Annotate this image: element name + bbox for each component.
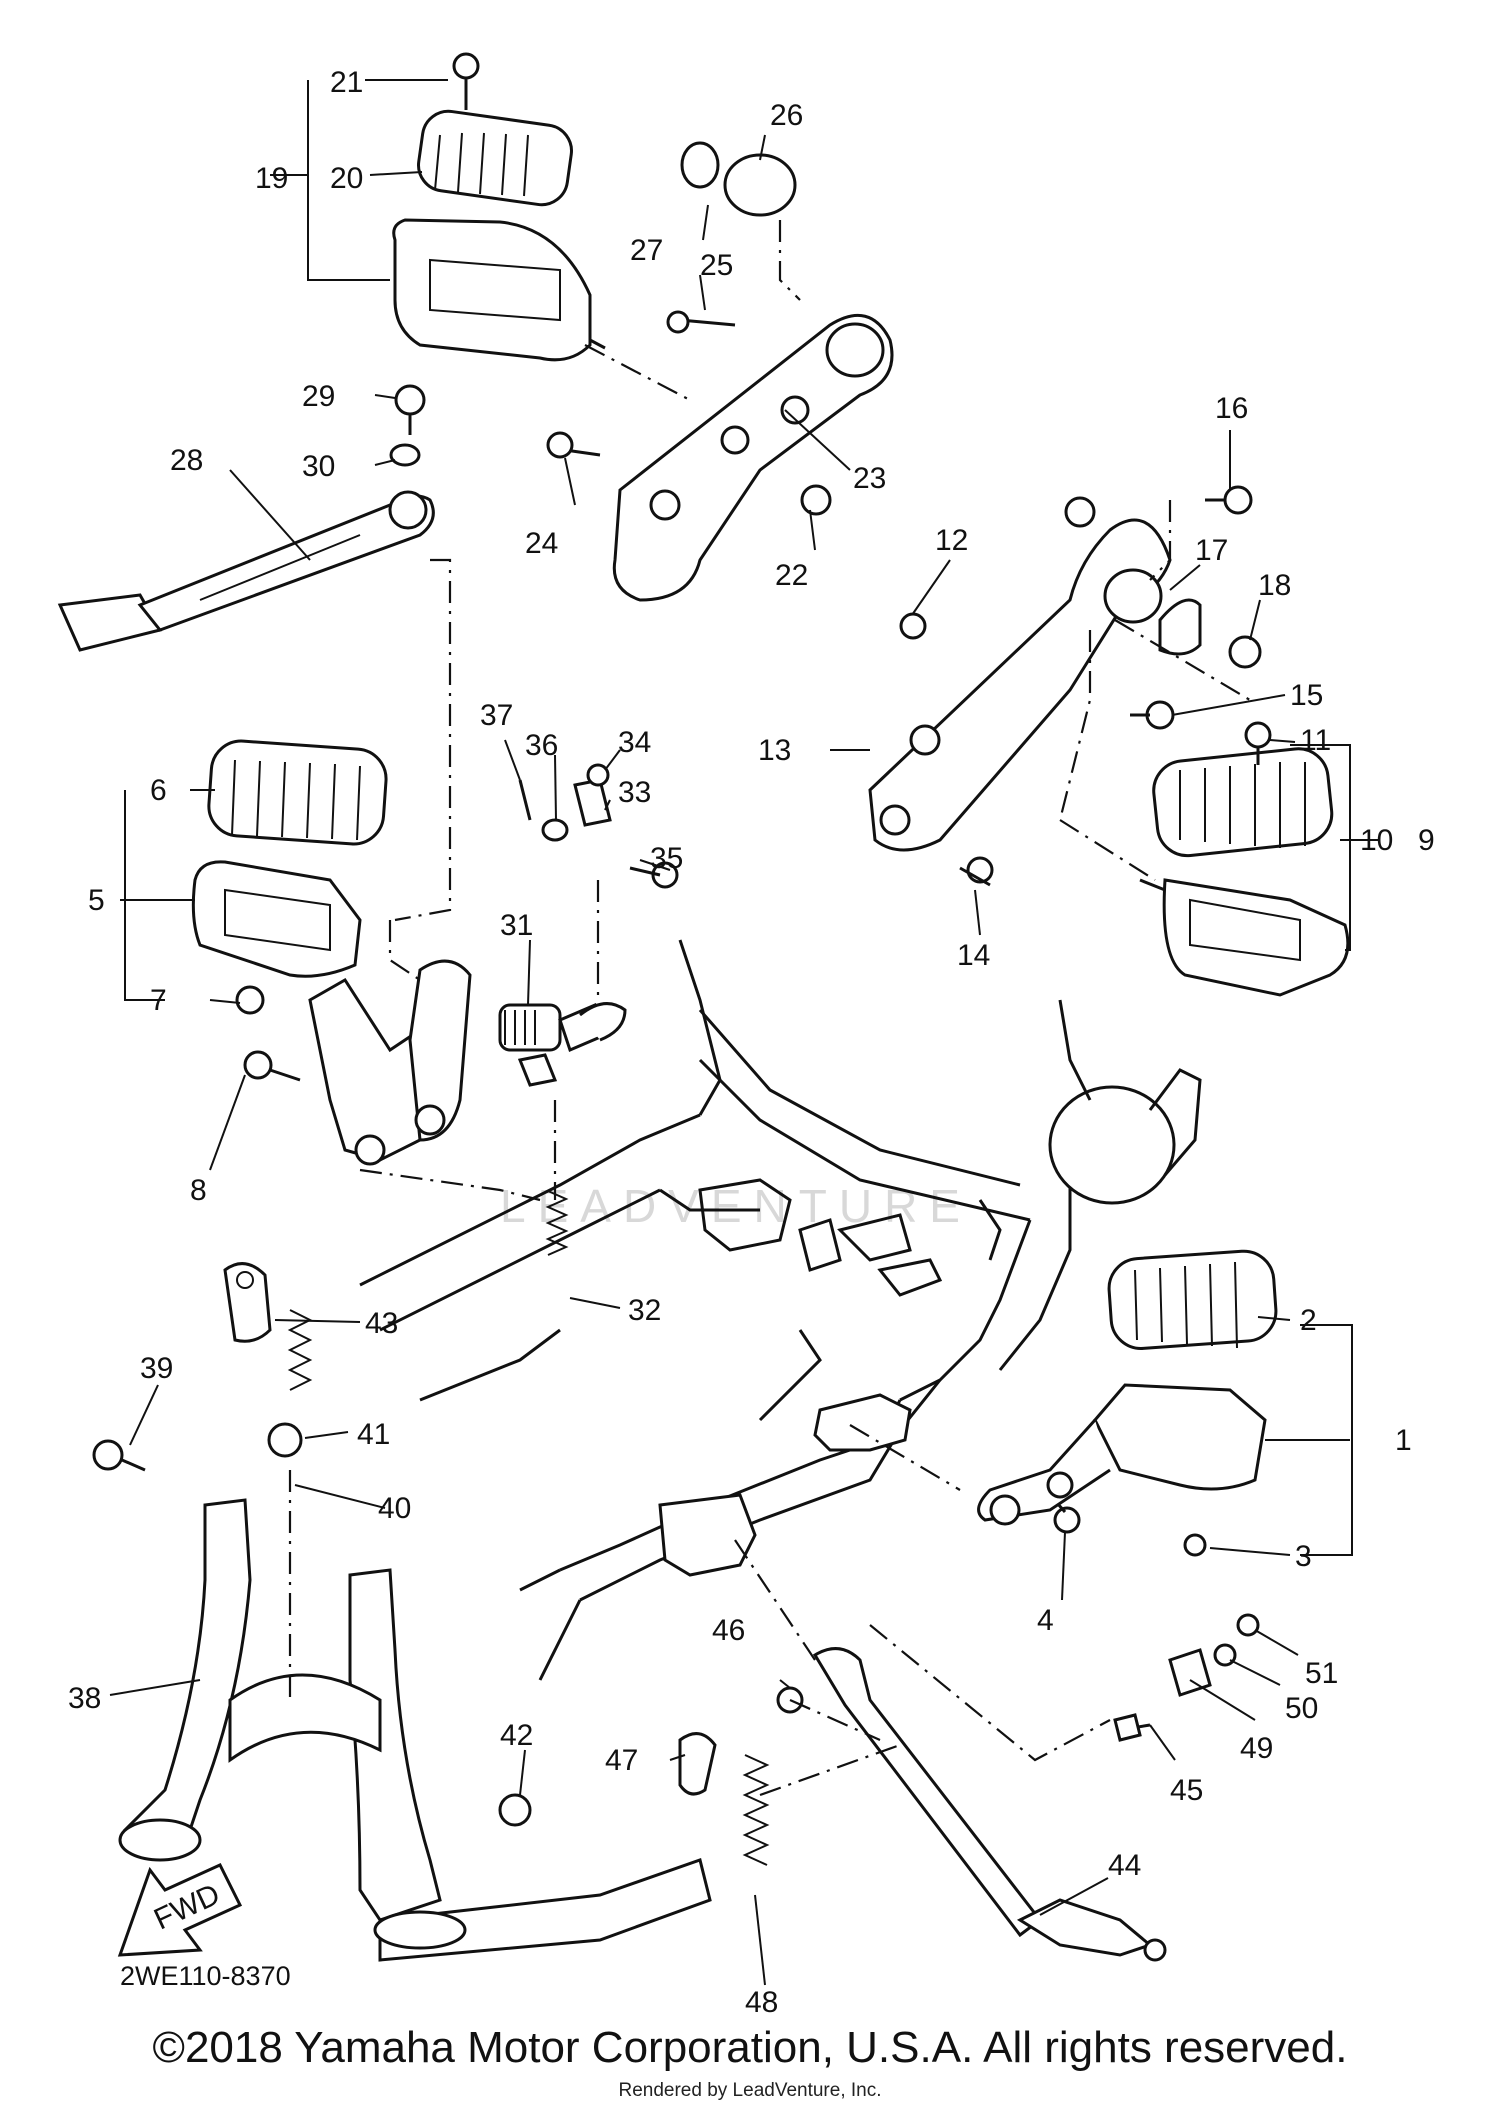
callout-18: 18 xyxy=(1258,569,1291,602)
callout-4: 4 xyxy=(1037,1604,1054,1637)
callout-38: 38 xyxy=(68,1682,101,1715)
callout-48: 48 xyxy=(745,1986,778,2019)
callout-41: 41 xyxy=(357,1418,390,1451)
callout-8: 8 xyxy=(190,1174,207,1207)
callout-12: 12 xyxy=(935,524,968,557)
callout-27: 27 xyxy=(630,234,663,267)
callout-5: 5 xyxy=(88,884,105,917)
frame-drawing xyxy=(359,939,1202,1681)
callout-47: 47 xyxy=(605,1744,638,1777)
shift-lever xyxy=(57,384,435,652)
center-stand xyxy=(118,1498,712,1962)
assembly-lines xyxy=(288,220,1251,1797)
callout-36: 36 xyxy=(525,729,558,762)
callout-31: 31 xyxy=(500,909,533,942)
footrest-rear-right xyxy=(959,721,1350,997)
shift-linkage xyxy=(308,763,679,1166)
rendered-by-text: Rendered by LeadVenture, Inc. xyxy=(618,2080,882,2101)
footrest-front-left xyxy=(191,739,388,1082)
callout-20: 20 xyxy=(330,162,363,195)
callout-40: 40 xyxy=(378,1492,411,1525)
callout-26: 26 xyxy=(770,99,803,132)
footrest-rear-left xyxy=(392,52,606,362)
callout-35: 35 xyxy=(650,842,683,875)
callout-22: 22 xyxy=(775,559,808,592)
footrest-bracket-rear-right xyxy=(868,485,1262,852)
callout-9: 9 xyxy=(1418,824,1435,857)
footrest-bracket-rear-left xyxy=(546,141,894,602)
callout-34: 34 xyxy=(618,726,651,759)
callout-49: 49 xyxy=(1240,1732,1273,1765)
callout-10: 10 xyxy=(1360,824,1393,857)
callout-11: 11 xyxy=(1300,724,1331,757)
callout-43: 43 xyxy=(365,1307,398,1340)
callout-37: 37 xyxy=(480,699,513,732)
callout-16: 16 xyxy=(1215,392,1248,425)
callout-44: 44 xyxy=(1108,1849,1141,1882)
callout-39: 39 xyxy=(140,1352,173,1385)
callout-17: 17 xyxy=(1195,534,1228,567)
callout-28: 28 xyxy=(170,444,203,477)
callout-7: 7 xyxy=(150,984,167,1017)
callout-42: 42 xyxy=(500,1719,533,1752)
callout-33: 33 xyxy=(618,776,651,809)
callout-3: 3 xyxy=(1295,1540,1312,1573)
callout-30: 30 xyxy=(302,450,335,483)
copyright-notice: ©2018 Yamaha Motor Corporation, U.S.A. A… xyxy=(152,2023,1348,2072)
callout-32: 32 xyxy=(628,1294,661,1327)
springs-and-fasteners xyxy=(92,1190,1260,1866)
callout-14: 14 xyxy=(957,939,990,972)
callout-21: 21 xyxy=(330,66,363,99)
callout-50: 50 xyxy=(1285,1692,1318,1725)
callout-46: 46 xyxy=(712,1614,745,1647)
callout-29: 29 xyxy=(302,380,335,413)
callout-2: 2 xyxy=(1300,1304,1317,1337)
watermark-text: LEADVENTURE xyxy=(500,1180,972,1232)
callout-45: 45 xyxy=(1170,1774,1203,1807)
callout-1: 1 xyxy=(1395,1424,1412,1457)
callout-19: 19 xyxy=(255,162,288,195)
footrest-front-right xyxy=(977,1249,1278,1526)
callout-6: 6 xyxy=(150,774,167,807)
side-stand xyxy=(812,1647,1167,1962)
callout-24: 24 xyxy=(525,527,558,560)
callout-51: 51 xyxy=(1305,1657,1338,1690)
callout-labels: 1 2 3 4 5 6 7 8 9 10 11 12 13 14 15 16 1… xyxy=(68,66,1435,2019)
callout-25: 25 xyxy=(700,249,733,282)
callout-13: 13 xyxy=(758,734,791,767)
callout-23: 23 xyxy=(853,462,886,495)
callout-15: 15 xyxy=(1290,679,1323,712)
forward-arrow: FWD xyxy=(117,1863,243,1957)
drawing-code: 2WE110-8370 xyxy=(120,1961,291,1991)
leader-lines xyxy=(109,79,1380,1986)
